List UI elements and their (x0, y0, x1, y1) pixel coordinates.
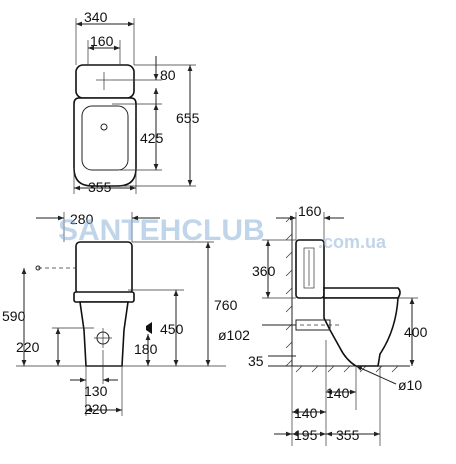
dim-130: 130 (84, 383, 108, 399)
side-view-seat (323, 287, 401, 299)
top-view: 340 160 80 425 655 355 (73, 9, 200, 195)
front-view-pedestal (79, 301, 129, 367)
dim-220-base: 220 (84, 401, 108, 417)
water-inlet-icon (35, 265, 41, 271)
dim-140-a: 140 (326, 385, 350, 401)
dim-80: 80 (160, 67, 176, 83)
fixing-bolt-icon (146, 322, 152, 334)
dim-590: 590 (2, 308, 26, 324)
floor-hatch (292, 365, 410, 373)
dim-355-side: 355 (336, 427, 360, 443)
watermark: SANTEHCLUB .com.ua (58, 214, 387, 252)
wall-hatch (285, 215, 293, 367)
dim-35: 35 (248, 353, 264, 369)
dim-280: 280 (70, 211, 94, 227)
dim-o10: ø10 (398, 377, 422, 393)
flush-mechanism (303, 247, 315, 289)
dim-160-top: 160 (90, 33, 114, 49)
top-view-seat (81, 105, 129, 171)
dim-195: 195 (294, 427, 318, 443)
dim-655: 655 (176, 110, 200, 126)
watermark-brand: SANTEHCLUB (58, 214, 265, 247)
dim-220-left: 220 (16, 339, 40, 355)
dim-450: 450 (160, 321, 184, 337)
dim-425: 425 (140, 130, 164, 146)
seat-hinge-icon (100, 123, 108, 131)
dim-355-top: 355 (88, 179, 112, 195)
side-view-bowl (323, 297, 399, 367)
dim-180: 180 (134, 341, 158, 357)
dim-360: 360 (252, 263, 276, 279)
dim-o102: ø102 (218, 327, 250, 343)
front-view: 280 590 760 450 220 180 130 220 (2, 211, 238, 417)
side-view: 160 360 ø102 35 400 ø10 140 140 1 (218, 203, 428, 446)
dim-400: 400 (404, 324, 428, 340)
dim-760: 760 (214, 297, 238, 313)
top-view-tank (75, 64, 135, 99)
dim-340: 340 (84, 9, 108, 25)
dim-140-b: 140 (294, 405, 318, 421)
watermark-domain: .com.ua (318, 232, 387, 252)
front-view-tank (75, 241, 133, 295)
side-view-tank (295, 239, 325, 299)
outlet-pipe (295, 319, 331, 331)
front-view-seat (73, 291, 135, 303)
dim-160-side: 160 (298, 203, 322, 219)
